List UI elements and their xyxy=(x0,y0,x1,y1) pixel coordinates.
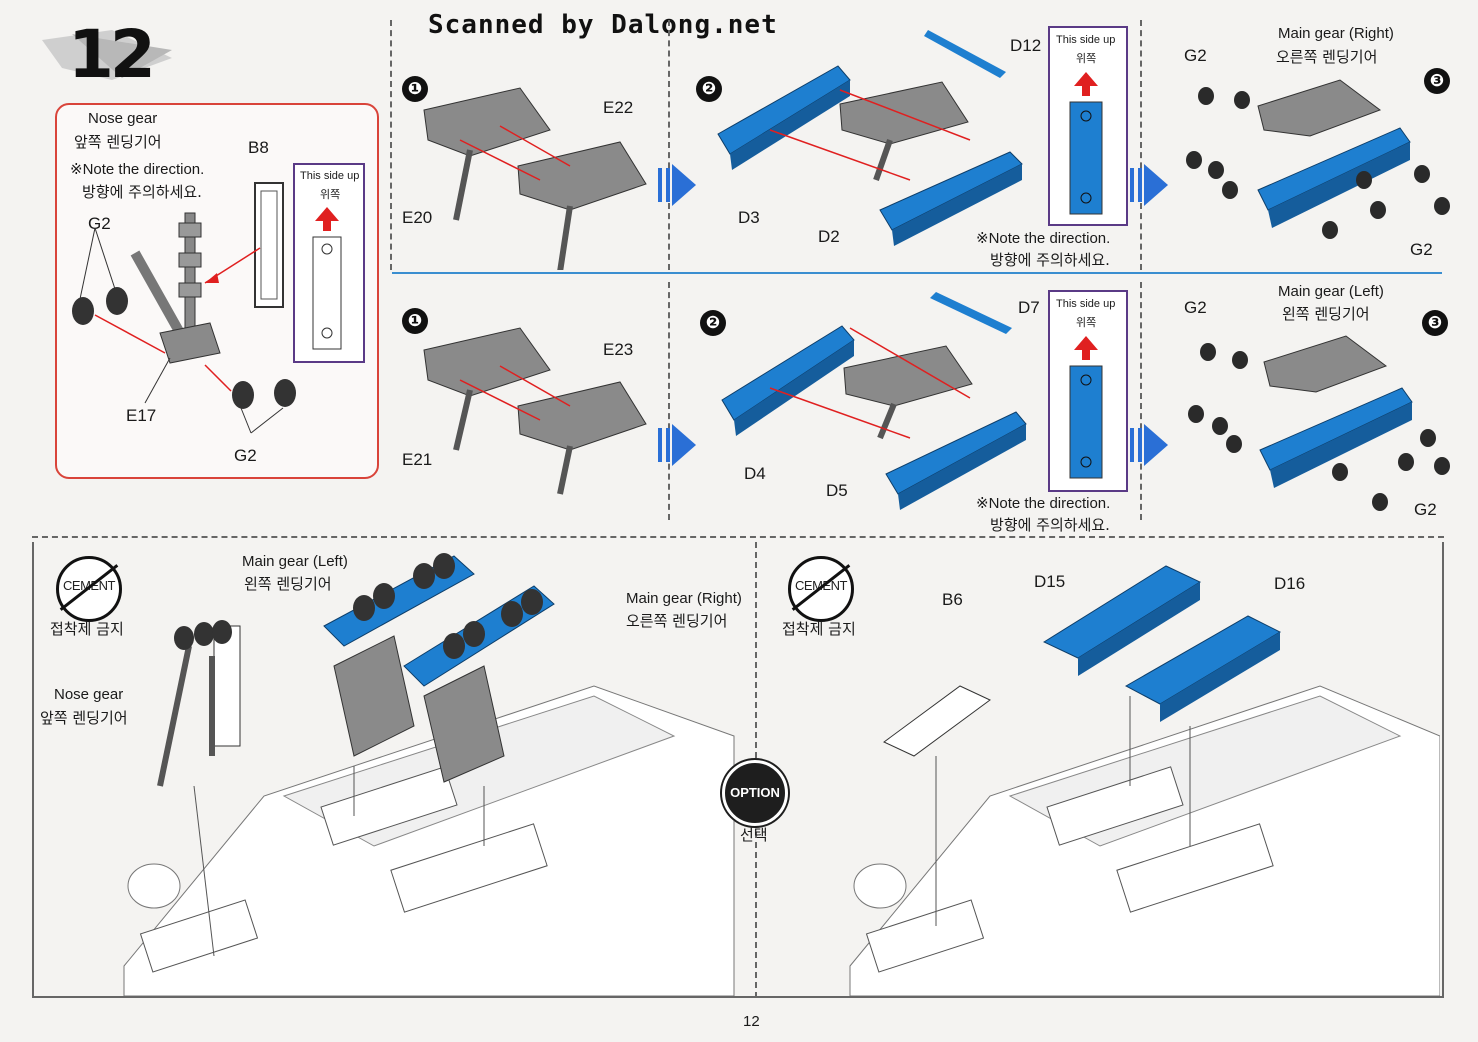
part-label-e23: E23 xyxy=(603,340,634,359)
divider-vertical-4 xyxy=(668,282,670,520)
no-cement-icon: CEMENT xyxy=(788,556,854,622)
part-label-e20: E20 xyxy=(402,208,433,227)
part-label-d7: D7 xyxy=(1018,298,1040,317)
up-arrow-icon xyxy=(1069,336,1103,479)
frame-assembly-left-illustration xyxy=(721,292,1027,510)
step-arrow-left-1 xyxy=(658,424,696,466)
bottom-frame-right xyxy=(1442,542,1444,998)
divider-horizontal-main xyxy=(32,536,1444,538)
wheel-assembly-left-illustration xyxy=(1188,335,1450,511)
main-gear-right-label-ko: 오른쪽 렌딩기어 xyxy=(626,612,728,630)
watermark: Scanned by Dalong.net xyxy=(428,10,778,40)
no-cement-label: 접착제 금지 xyxy=(50,620,124,638)
main-gear-left-label-ko: 왼쪽 렌딩기어 xyxy=(244,575,332,593)
step-arrow-left-2 xyxy=(1130,424,1168,466)
strut-assembly-right-illustration xyxy=(423,87,647,270)
note-left-ko: 방향에 주의하세요. xyxy=(990,516,1110,534)
divider-row xyxy=(392,272,1442,274)
wheel-assembly-right-illustration xyxy=(1186,79,1450,239)
main-gear-left-label-en: Main gear (Left) xyxy=(242,553,348,570)
no-cement-label-right: 접착제 금지 xyxy=(782,620,856,638)
nose-gear-label-ko: 앞쪽 렌딩기어 xyxy=(40,709,128,727)
bottom-frame-base xyxy=(32,996,1444,998)
part-label-b8: B8 xyxy=(248,138,269,157)
note-left-en: ※Note the direction. xyxy=(976,495,1111,512)
step-arrow-right-2 xyxy=(1130,164,1168,206)
part-label-g2-right-b: G2 xyxy=(1410,240,1433,259)
step-1-left: ❶ xyxy=(402,308,428,334)
part-label-e22: E22 xyxy=(603,98,634,117)
strut-assembly-left-illustration xyxy=(423,327,647,495)
part-label-d5: D5 xyxy=(826,481,848,500)
divider-vertical-2 xyxy=(668,20,670,270)
nose-gear-label-en: Nose gear xyxy=(54,686,124,703)
step-number: 12 xyxy=(68,16,156,93)
up-arrow-icon xyxy=(1069,72,1103,215)
part-label-g2-right-a: G2 xyxy=(1184,46,1207,65)
step-2-left: ❷ xyxy=(700,310,726,336)
part-label-d12: D12 xyxy=(1010,36,1042,55)
step-1-right: ❶ xyxy=(402,76,428,102)
divider-vertical-3 xyxy=(1140,20,1142,270)
nose-gear-title-en: Nose gear xyxy=(88,110,158,127)
nose-gear-illustration xyxy=(72,182,296,434)
main-gear-left-title-en: Main gear (Left) xyxy=(1278,283,1384,300)
divider-vertical-1 xyxy=(390,20,392,270)
fuselage-install-left-illustration xyxy=(123,553,735,996)
side-up-label-right-ko: 위쪽 xyxy=(1076,52,1097,65)
option-label-ko: 선택 xyxy=(740,826,768,844)
part-label-d3: D3 xyxy=(738,208,760,227)
divider-vertical-5 xyxy=(1140,282,1142,520)
part-label-d4: D4 xyxy=(744,464,766,483)
step-arrow-right-1 xyxy=(658,164,696,206)
main-gear-left-title-ko: 왼쪽 렌딩기어 xyxy=(1282,305,1370,323)
up-arrow-icon xyxy=(312,207,342,350)
main-gear-right-label-en: Main gear (Right) xyxy=(626,590,742,607)
part-label-g2-bottom: G2 xyxy=(234,446,257,465)
step-2-right: ❷ xyxy=(696,76,722,102)
part-label-e17: E17 xyxy=(126,406,157,425)
side-up-label-right-en: This side up xyxy=(1056,34,1116,46)
part-label-d15: D15 xyxy=(1034,572,1066,591)
nose-gear-note-ko: 방향에 주의하세요. xyxy=(82,183,202,201)
side-up-label-nose-ko: 위쪽 xyxy=(320,188,341,201)
bottom-frame-left xyxy=(32,542,34,998)
side-up-label-left-ko: 위쪽 xyxy=(1076,316,1097,329)
part-label-e21: E21 xyxy=(402,450,433,469)
step-badge-wing-graphic xyxy=(42,30,172,80)
step-3-right: ❸ xyxy=(1424,68,1450,94)
note-right-ko: 방향에 주의하세요. xyxy=(990,251,1110,269)
no-cement-icon: CEMENT xyxy=(56,556,122,622)
note-right-en: ※Note the direction. xyxy=(976,230,1111,247)
fuselage-install-right-illustration xyxy=(849,565,1440,996)
main-gear-right-title-en: Main gear (Right) xyxy=(1278,25,1394,42)
side-up-label-nose-en: This side up xyxy=(300,170,360,182)
part-label-g2-left-a: G2 xyxy=(1184,298,1207,317)
nose-gear-note-en: ※Note the direction. xyxy=(70,161,205,178)
option-badge: OPTION xyxy=(722,760,788,826)
main-gear-right-title-ko: 오른쪽 렌딩기어 xyxy=(1276,48,1378,66)
frame-assembly-right-illustration xyxy=(717,30,1023,246)
part-label-g2-top: G2 xyxy=(88,214,111,233)
step-badge: 12 xyxy=(42,16,172,93)
step-3-left: ❸ xyxy=(1422,310,1448,336)
side-up-label-left-en: This side up xyxy=(1056,298,1116,310)
part-label-d16: D16 xyxy=(1274,574,1306,593)
page-number: 12 xyxy=(743,1013,760,1030)
part-label-g2-left-b: G2 xyxy=(1414,500,1437,519)
part-label-b6: B6 xyxy=(942,590,963,609)
part-label-d2: D2 xyxy=(818,227,840,246)
nose-gear-title-ko: 앞쪽 렌딩기어 xyxy=(74,133,162,151)
